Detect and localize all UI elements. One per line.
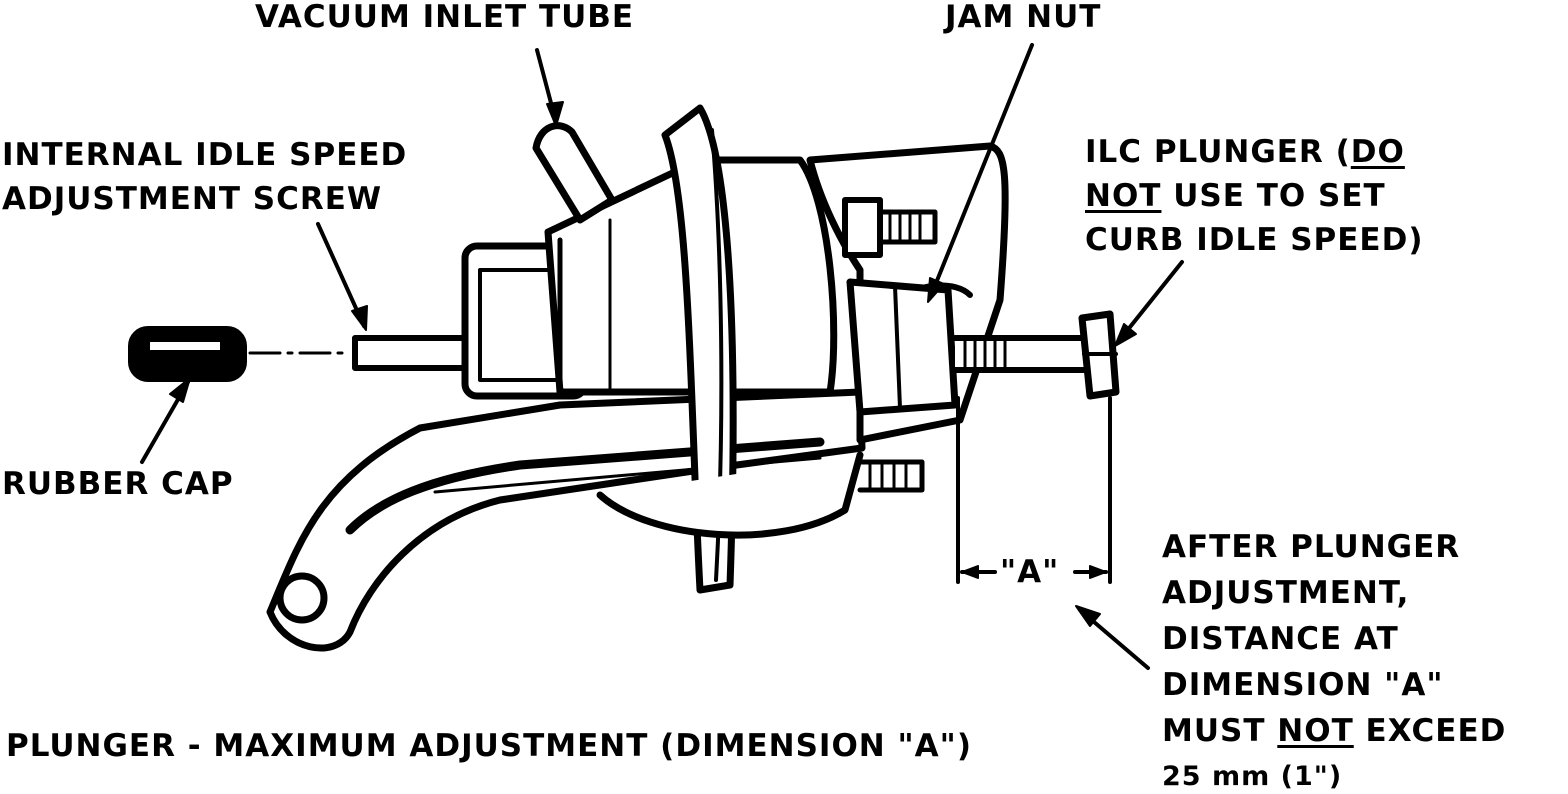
leader-jam-nut [928, 43, 1034, 300]
rubber-cap-shape [128, 326, 247, 382]
idle-screw-shaft [352, 335, 468, 371]
jam-nut-shape [846, 278, 959, 416]
lower-diaphragm-cup [596, 451, 864, 539]
label-dimension-a: "A" [1000, 554, 1060, 590]
upper-stud-thread [877, 209, 938, 245]
diaphragm-flange [661, 104, 737, 594]
label-idle-speed-screw: INTERNAL IDLE SPEED ADJUSTMENT SCREW [2, 137, 408, 217]
lower-stud [857, 459, 925, 493]
upper-stud-nut [842, 197, 883, 258]
vacuum-inlet-tube [532, 122, 616, 224]
label-vacuum-inlet-tube: VACUUM INLET TUBE [255, 0, 635, 35]
label-after-adjustment-note: AFTER PLUNGER ADJUSTMENT, DISTANCE AT DI… [1162, 529, 1507, 792]
figure-caption: PLUNGER - MAXIMUM ADJUSTMENT (DIMENSION … [6, 728, 972, 764]
label-ilc-plunger: ILC PLUNGER (DO NOT USE TO SET CURB IDLE… [1085, 134, 1424, 258]
label-jam-nut: JAM NUT [945, 0, 1102, 35]
label-rubber-cap: RUBBER CAP [2, 466, 234, 502]
bracket-mount-hole [276, 572, 328, 624]
bracket-slot [345, 437, 825, 535]
